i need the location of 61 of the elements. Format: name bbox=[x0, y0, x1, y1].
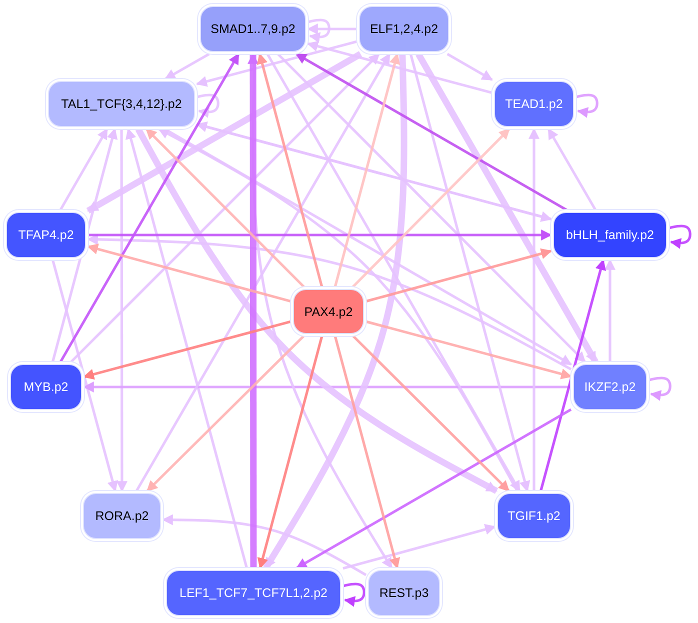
arrow bbox=[334, 336, 400, 570]
self-loop-arrow bbox=[308, 18, 330, 43]
arrow bbox=[366, 248, 552, 303]
arrow bbox=[82, 320, 292, 380]
arrow bbox=[146, 335, 305, 492]
gene-node: TEAD1.p2 bbox=[494, 81, 574, 127]
arrow bbox=[296, 408, 572, 570]
gene-node: bHLH_family.p2 bbox=[553, 212, 667, 258]
arrow bbox=[126, 128, 248, 568]
gene-node: MYB.p2 bbox=[10, 364, 82, 410]
arrow bbox=[59, 53, 240, 363]
gene-node: TGIF1.p2 bbox=[497, 493, 571, 539]
arrow bbox=[277, 53, 586, 363]
arrow bbox=[116, 129, 128, 492]
self-loop-arrow bbox=[342, 582, 366, 607]
arrow bbox=[164, 52, 210, 80]
self-loop-arrow bbox=[196, 94, 220, 118]
arrow bbox=[70, 53, 380, 363]
arrow bbox=[196, 40, 358, 87]
self-loop-arrow bbox=[576, 94, 598, 118]
arrow bbox=[416, 52, 598, 364]
arrow bbox=[295, 52, 568, 212]
arrow bbox=[86, 244, 292, 303]
gene-node: PAX4.p2 bbox=[293, 289, 364, 334]
gene-node: IKZF2.p2 bbox=[573, 364, 647, 410]
arrow bbox=[342, 524, 496, 570]
gene-node: RORA.p2 bbox=[83, 493, 161, 539]
arrow bbox=[547, 128, 597, 211]
arrow bbox=[86, 234, 572, 370]
gene-node: SMAD1..7,9.p2 bbox=[200, 6, 306, 52]
arrow bbox=[248, 52, 259, 568]
arrow bbox=[306, 40, 492, 94]
arrow bbox=[604, 258, 616, 362]
arrow bbox=[409, 54, 530, 492]
self-loop-arrow bbox=[668, 224, 692, 249]
arrow bbox=[334, 52, 400, 288]
arrow bbox=[306, 24, 357, 34]
arrow bbox=[146, 128, 305, 288]
arrow bbox=[88, 230, 552, 240]
gene-node: TFAP4.p2 bbox=[6, 212, 86, 258]
gene-node: REST.p3 bbox=[368, 570, 440, 616]
arrow bbox=[366, 320, 572, 380]
arrow bbox=[52, 260, 118, 492]
arrow bbox=[528, 128, 540, 491]
arrow bbox=[59, 128, 108, 211]
arrow bbox=[82, 382, 571, 392]
arrow bbox=[135, 53, 391, 492]
arrow bbox=[162, 514, 367, 576]
gene-node: LEF1_TCF7_TCF7L1,2.p2 bbox=[166, 570, 341, 616]
gene-node: TAL1_TCF{3,4,12}.p2 bbox=[48, 81, 195, 127]
arrow bbox=[266, 53, 521, 492]
self-loop-arrow bbox=[648, 376, 672, 401]
arrow bbox=[256, 52, 324, 288]
arrow bbox=[352, 128, 510, 288]
gene-node: ELF1,2,4.p2 bbox=[359, 6, 449, 52]
arrow bbox=[540, 258, 606, 492]
arrow bbox=[257, 336, 324, 570]
arrow bbox=[263, 54, 408, 570]
arrow bbox=[446, 52, 493, 81]
arrow bbox=[86, 51, 362, 214]
arrow bbox=[352, 335, 510, 492]
